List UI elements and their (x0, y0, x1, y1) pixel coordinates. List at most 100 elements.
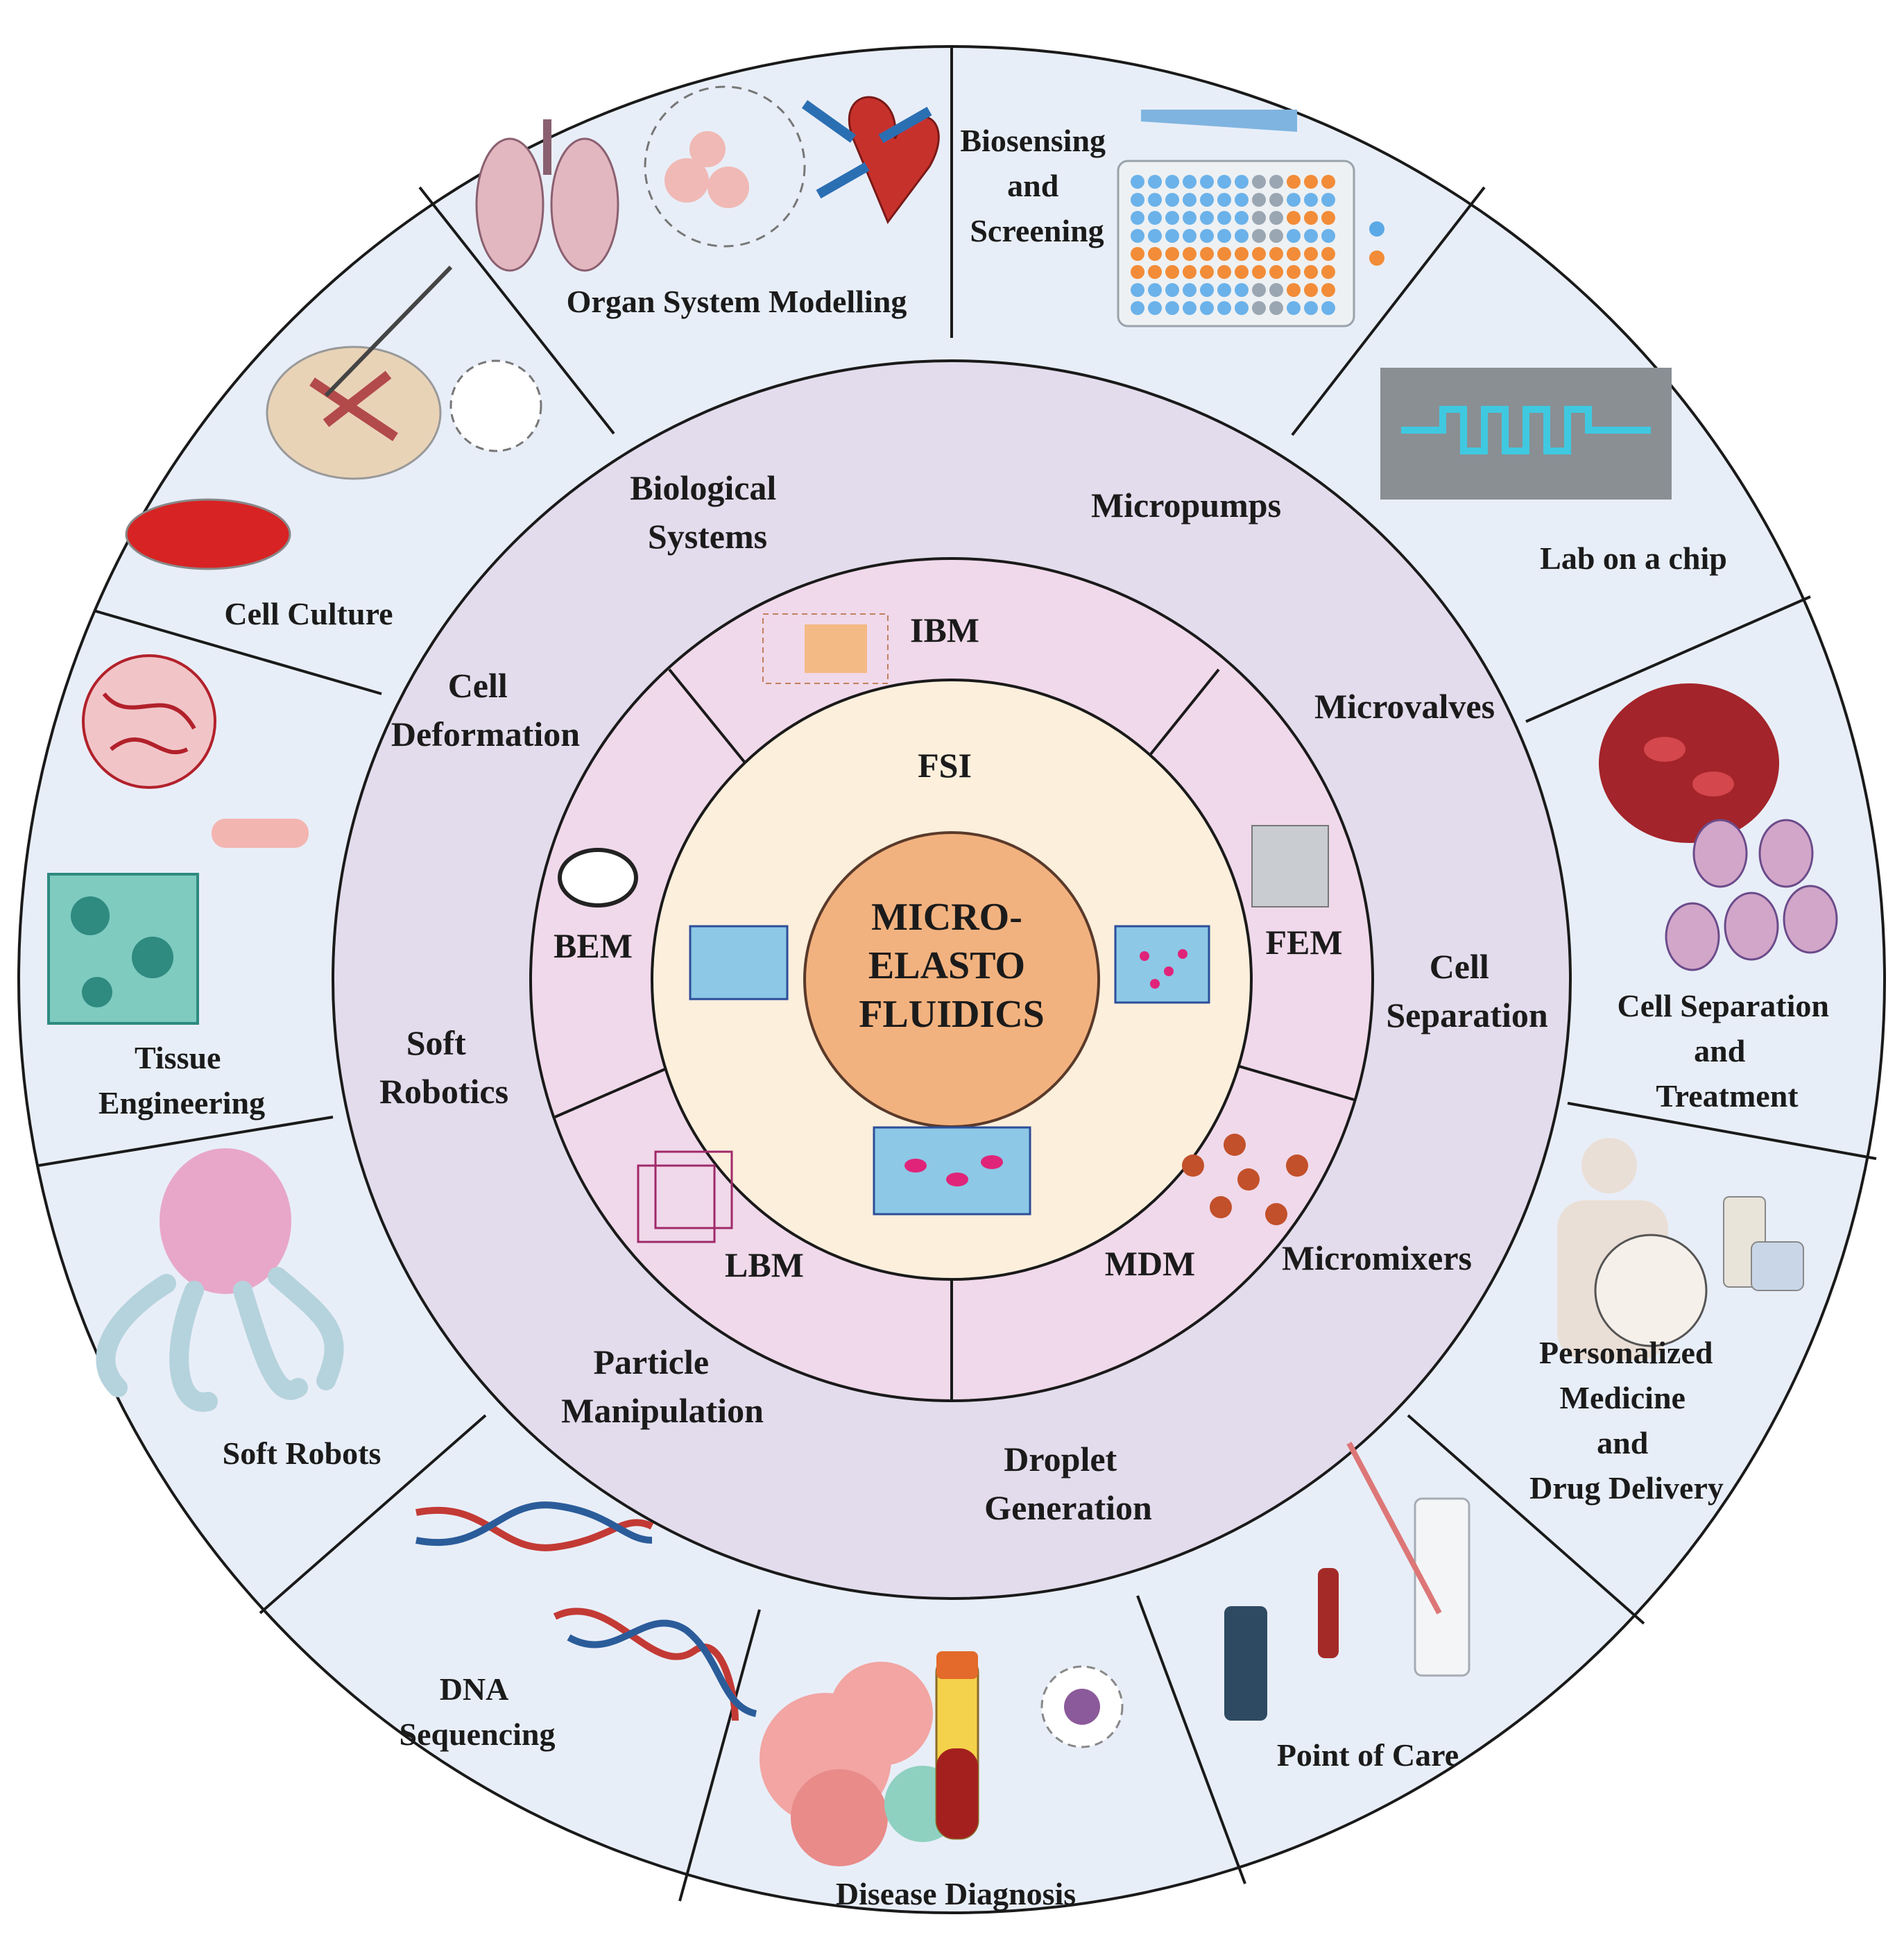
well (1269, 265, 1283, 279)
app-tissue-engineering: Tissue Engineering (98, 1040, 265, 1120)
well (1287, 247, 1301, 261)
well (1235, 211, 1249, 225)
area-soft-robotics: Soft Robotics (379, 1023, 508, 1111)
well (1148, 265, 1162, 279)
lab-on-chip-illustration (1380, 368, 1672, 500)
blood-vessel-illustration (1599, 683, 1779, 843)
well (1183, 229, 1197, 243)
fem-mesh-icon (1251, 825, 1329, 907)
mdm-molecule-icon (1182, 1134, 1308, 1225)
well (1200, 247, 1214, 261)
well (1269, 229, 1283, 243)
fsi-label: FSI (918, 746, 972, 785)
well (1287, 301, 1301, 315)
pill-bottle-illustration (1723, 1196, 1804, 1291)
well (1200, 193, 1214, 207)
core-title: MICRO- ELASTO FLUIDICS (859, 896, 1045, 1036)
app-lab-on-a-chip: Lab on a chip (1540, 540, 1727, 576)
well (1131, 247, 1144, 261)
lungs-illustration (475, 119, 619, 272)
well (1252, 211, 1266, 225)
well (1165, 229, 1179, 243)
well (1321, 229, 1335, 243)
well (1252, 301, 1266, 315)
area-microvalves: Microvalves (1314, 687, 1495, 726)
method-fem: FEM (1265, 923, 1342, 962)
vascular-sphere-illustration (82, 654, 216, 789)
petri-dish-illustration (266, 265, 542, 480)
well (1148, 301, 1162, 315)
well (1183, 301, 1197, 315)
well (1304, 265, 1318, 279)
well (1183, 283, 1197, 297)
well (1183, 265, 1197, 279)
well (1252, 247, 1266, 261)
well (1235, 283, 1249, 297)
soft-robot-illustration (96, 1148, 344, 1412)
well (1269, 301, 1283, 315)
area-micropumps: Micropumps (1091, 486, 1281, 525)
well (1321, 301, 1335, 315)
well (1217, 229, 1231, 243)
well (1200, 175, 1214, 189)
ibm-grid-icon (762, 613, 889, 684)
blood-tube-illustration (935, 1651, 979, 1840)
well (1304, 175, 1318, 189)
area-droplet-generation: Droplet Generation (984, 1440, 1152, 1527)
well (1304, 301, 1318, 315)
well (1183, 211, 1197, 225)
lbm-lattice-icon (637, 1150, 733, 1243)
scaffold-illustration (47, 873, 199, 1025)
well (1252, 193, 1266, 207)
outer-ring-dividers (37, 46, 1877, 1902)
well (1183, 175, 1197, 189)
well (1131, 175, 1144, 189)
method-bem: BEM (554, 926, 633, 965)
well (1131, 301, 1144, 315)
app-soft-robots: Soft Robots (223, 1435, 381, 1471)
well (1252, 265, 1266, 279)
method-mdm: MDM (1105, 1244, 1196, 1283)
well (1165, 247, 1179, 261)
well (1304, 211, 1318, 225)
well (1235, 193, 1249, 207)
well (1148, 211, 1162, 225)
well (1148, 247, 1162, 261)
well (1304, 247, 1318, 261)
well (1217, 265, 1231, 279)
well (1148, 193, 1162, 207)
fsi-channel-right-icon (1114, 925, 1210, 1004)
well (1131, 283, 1144, 297)
method-lbm: LBM (725, 1245, 804, 1284)
method-ring-dividers (554, 668, 1355, 1401)
well (1165, 283, 1179, 297)
well (1131, 265, 1144, 279)
well (1321, 175, 1335, 189)
well (1252, 229, 1266, 243)
well (1148, 229, 1162, 243)
fsi-channel-left-icon (689, 925, 789, 1000)
well (1287, 193, 1301, 207)
app-dna-sequencing: DNA Sequencing (400, 1671, 556, 1752)
bem-membrane-icon (558, 848, 638, 907)
alveoli-illustration (644, 85, 806, 248)
well (1131, 229, 1144, 243)
well (1131, 211, 1144, 225)
app-point-of-care: Point of Care (1277, 1737, 1459, 1773)
well (1165, 301, 1179, 315)
heart-illustration (801, 96, 940, 224)
well (1235, 229, 1249, 243)
app-disease-diagnosis: Disease Diagnosis (836, 1876, 1076, 1911)
well (1252, 283, 1266, 297)
app-biosensing-screening: Biosensing and Screening (960, 123, 1113, 248)
well (1304, 229, 1318, 243)
cancer-cells-illustration (1665, 819, 1838, 971)
well (1217, 193, 1231, 207)
well-plate-illustration (1117, 110, 1384, 327)
well (1252, 175, 1266, 189)
fsi-channel-bottom-icon (873, 1126, 1031, 1216)
well (1165, 265, 1179, 279)
area-cell-separation: Cell Separation (1386, 947, 1548, 1034)
well (1217, 211, 1231, 225)
area-biological-systems: Biological Systems (630, 468, 785, 556)
